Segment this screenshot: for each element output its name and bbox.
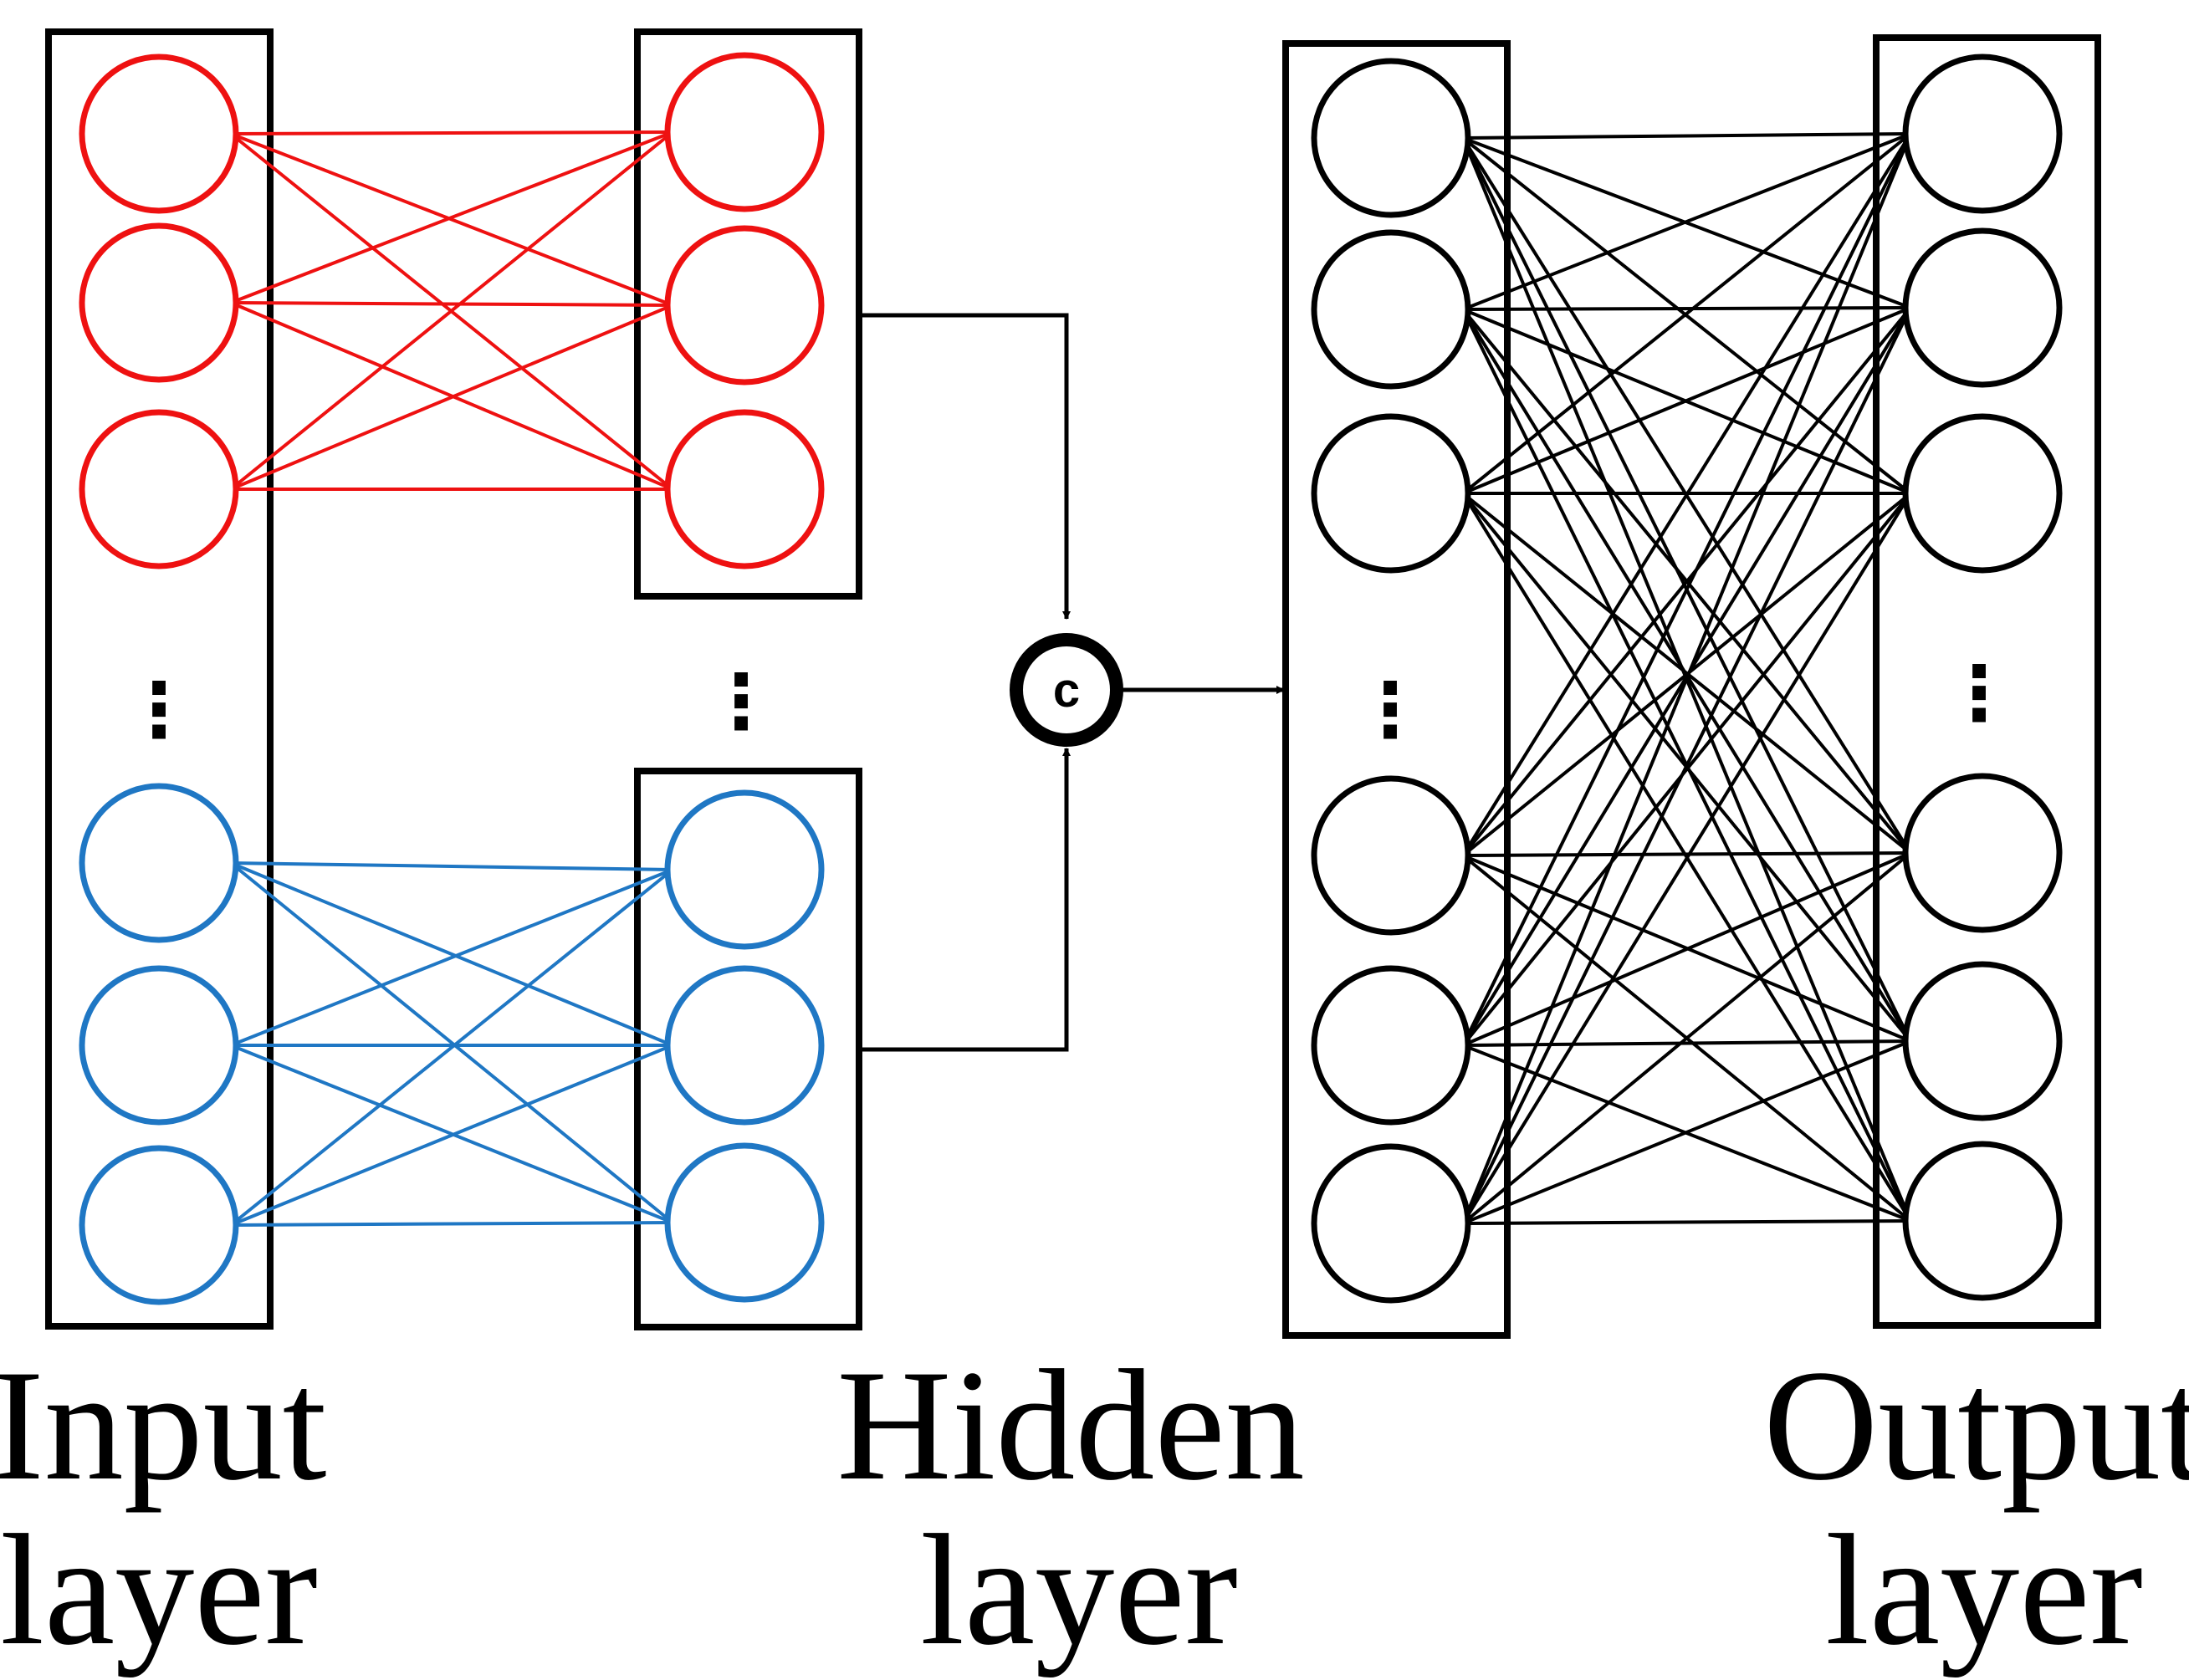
hidden-to-output-connections <box>1461 132 1912 1225</box>
concat-circle <box>1010 633 1123 747</box>
hidden-node <box>1311 229 1471 390</box>
input-node-branch-b <box>79 965 239 1126</box>
input-node-branch-a <box>79 222 239 383</box>
branch-b-edge <box>229 868 674 1227</box>
branch-a-hidden-node <box>664 409 825 569</box>
branch-a-edge <box>230 130 673 304</box>
branch-a-edge <box>230 132 673 307</box>
input-layer-label-line2: layer <box>0 1503 318 1678</box>
concat-operator: c <box>1010 633 1123 747</box>
hidden-output-edge <box>1461 132 1912 495</box>
hidden-output-edge <box>1462 132 1911 311</box>
output-node <box>1902 413 2063 574</box>
hidden-output-edge <box>1461 133 1912 1224</box>
output-layer-label-line2: layer <box>1825 1503 2143 1678</box>
hidden-output-edge <box>1462 132 1911 140</box>
input-node-branch-a <box>79 54 239 214</box>
output-node <box>1902 54 2063 214</box>
hidden-output-edge <box>1462 1219 1911 1225</box>
hidden-output-edge <box>1461 133 1912 1046</box>
hidden-output-edge <box>1461 492 1912 1225</box>
output-node <box>1902 961 2063 1121</box>
input-node-branch-a <box>79 409 239 569</box>
output-ellipsis: ⋮ <box>1941 652 2017 736</box>
hidden-output-edge <box>1461 132 1912 857</box>
hidden-node <box>1311 58 1471 218</box>
branch-a-edge <box>230 130 673 135</box>
branch-a-edge <box>230 301 673 307</box>
hidden-output-edge <box>1461 306 1912 857</box>
branch-a-hidden-node <box>664 225 825 386</box>
hidden-output-edge <box>1462 1039 1911 1047</box>
input-node-branch-b <box>79 1145 239 1305</box>
hidden-node <box>1311 775 1471 936</box>
hidden-node <box>1311 965 1471 1126</box>
branch-a-edge <box>229 130 674 491</box>
output-node <box>1902 773 2063 933</box>
hidden-node <box>1311 1143 1471 1304</box>
hidden-layer-label: Hidden <box>836 1338 1304 1514</box>
branch-b-edge <box>230 1221 673 1227</box>
input-node-branch-b <box>79 783 239 943</box>
concat-symbol: c <box>1053 663 1080 717</box>
output-layer-box <box>1873 34 2101 1329</box>
branch-hidden-ellipsis: ⋮ <box>703 661 779 744</box>
output-layer-label: Output <box>1763 1338 2189 1514</box>
output-node <box>1902 227 2063 388</box>
node-layer <box>79 52 2063 1305</box>
branch-b-edge <box>230 868 673 1047</box>
branch-b-connections <box>229 861 674 1227</box>
branch-b-to-concat-line <box>859 748 1071 1052</box>
hidden-layer-label-line2: layer <box>920 1503 1238 1678</box>
hidden-output-edge <box>1462 306 1911 495</box>
branch-a-hidden-node <box>664 52 825 212</box>
branch-b-edge <box>230 861 673 871</box>
hidden-output-edge <box>1462 1039 1911 1225</box>
branch-b-hidden-node <box>664 1142 825 1303</box>
hidden-node <box>1311 413 1471 574</box>
branch-b-edge <box>230 861 673 1047</box>
hidden-output-edge <box>1461 851 1912 1225</box>
hidden-output-edge <box>1461 307 1912 1224</box>
output-node <box>1902 1141 2063 1301</box>
branch-a-to-concat-line <box>859 313 1071 620</box>
branch-b-hidden-node <box>664 965 825 1126</box>
branch-b-edge <box>229 861 674 1224</box>
input-layer-box <box>45 28 274 1330</box>
hidden-output-edge <box>1462 851 1911 857</box>
hidden-layer-box <box>1282 40 1511 1339</box>
branch-b-edge <box>230 1044 673 1227</box>
hidden-output-edge <box>1462 851 1911 1047</box>
input-ellipsis: ⋮ <box>121 669 197 753</box>
hidden-ellipsis: ⋮ <box>1353 669 1428 753</box>
branch-b-hidden-node <box>664 789 825 950</box>
input-layer-label: Input <box>0 1338 327 1514</box>
branch-a-edge <box>230 304 673 491</box>
hidden-output-edge <box>1462 306 1911 311</box>
branch-a-connections <box>229 130 674 491</box>
